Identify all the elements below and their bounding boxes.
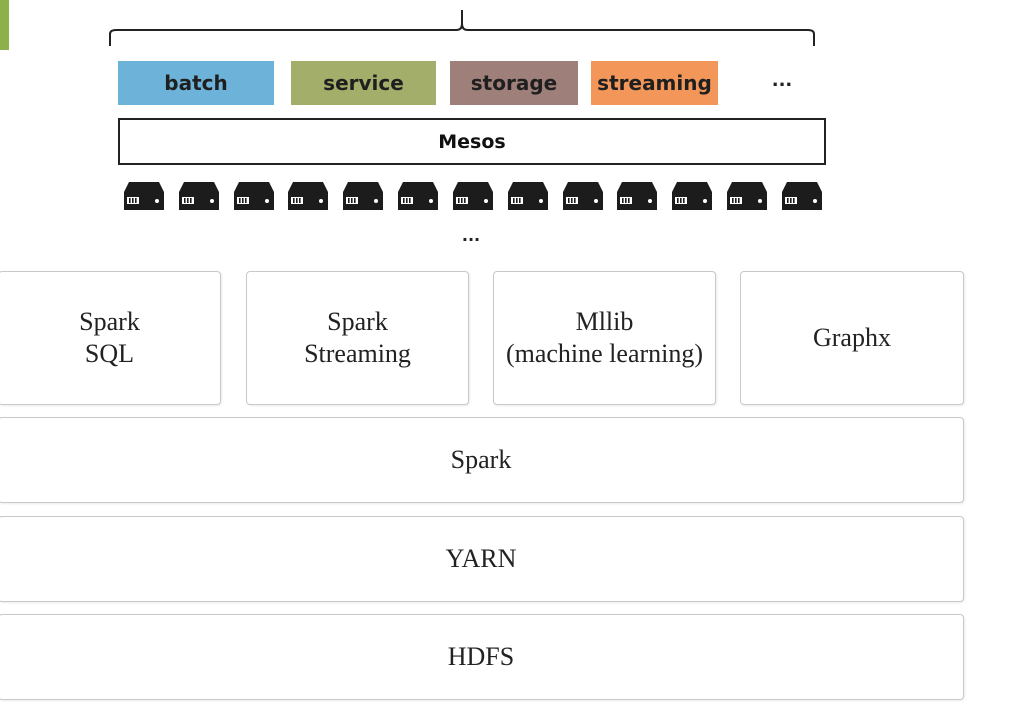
graphx-box: Graphx <box>740 271 964 405</box>
server-icon <box>124 182 164 210</box>
hdfs-layer: HDFS <box>0 614 964 700</box>
server-icon <box>507 182 548 210</box>
server-icon <box>562 182 603 210</box>
frameworks-more-ellipsis: ... <box>771 70 793 91</box>
corner-accent <box>0 0 9 50</box>
server-icon <box>781 182 822 210</box>
server-icon <box>452 182 493 210</box>
spark-sql-box: Spark SQL <box>0 271 221 405</box>
server-icon <box>727 182 768 210</box>
component-label: Mllib (machine learning) <box>505 307 704 368</box>
spark-streaming-box: Spark Streaming <box>246 271 469 405</box>
server-icon <box>398 182 439 210</box>
server-icon <box>343 182 384 210</box>
mllib-box: Mllib (machine learning) <box>493 271 716 405</box>
framework-batch: batch <box>118 61 274 105</box>
mesos-label: Mesos <box>438 130 506 153</box>
spark-layer: Spark <box>0 417 964 503</box>
framework-label: streaming <box>597 71 712 95</box>
grouping-brace <box>109 10 815 46</box>
layer-label: Spark <box>450 445 512 474</box>
framework-streaming: streaming <box>591 61 718 105</box>
framework-label: storage <box>470 71 558 95</box>
server-icon <box>617 182 658 210</box>
server-icon <box>672 182 713 210</box>
layer-label: HDFS <box>447 642 515 671</box>
servers-more-ellipsis: ... <box>461 226 481 245</box>
framework-label: service <box>323 71 404 95</box>
component-label: Graphx <box>813 323 891 352</box>
server-icon <box>178 182 219 210</box>
framework-label: batch <box>164 71 228 95</box>
component-label: Spark Streaming <box>304 307 411 368</box>
mesos-layer: Mesos <box>118 118 826 165</box>
server-icon <box>233 182 274 210</box>
layer-label: YARN <box>445 544 517 573</box>
framework-storage: storage <box>450 61 578 105</box>
server-row <box>123 180 823 212</box>
framework-service: service <box>291 61 436 105</box>
yarn-layer: YARN <box>0 516 964 602</box>
server-icon <box>288 182 329 210</box>
component-label: Spark SQL <box>79 307 140 368</box>
